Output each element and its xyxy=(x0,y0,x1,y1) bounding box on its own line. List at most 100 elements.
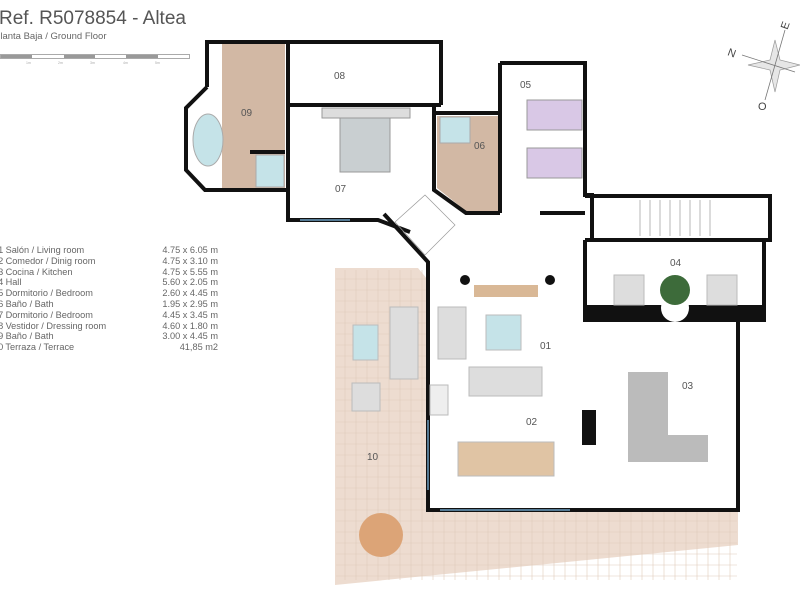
legend-name: Cocina / Kitchen xyxy=(5,266,73,277)
speaker xyxy=(460,275,470,285)
legend-name: Salón / Living room xyxy=(5,245,85,255)
legend-size: 4.75 x 5.55 m xyxy=(162,266,218,277)
room-label-07: 07 xyxy=(335,184,347,195)
terrace-table xyxy=(352,324,379,361)
legend-name: Terraza / Terrace xyxy=(5,342,75,353)
legend-number: 06 xyxy=(0,298,4,309)
room-label-09: 09 xyxy=(241,108,253,119)
windows xyxy=(300,219,570,511)
legend-room: 10 Terraza / Terrace xyxy=(0,342,74,353)
legend-name: Baño / Bath xyxy=(5,331,54,342)
legend-size: 5.60 x 2.05 m xyxy=(162,277,218,288)
legend-number: 10 xyxy=(0,342,4,353)
legend-size: 4.75 x 6.05 m xyxy=(162,245,218,255)
round-table xyxy=(359,513,403,557)
legend-number: 01 xyxy=(0,245,4,255)
legend-number: 08 xyxy=(0,320,4,331)
bed-05-a xyxy=(526,99,583,131)
room-label-03: 03 xyxy=(682,381,694,392)
legend-row: 04 Hall 5.60 x 2.05 m xyxy=(0,277,218,288)
legend-room: 07 Dormitorio / Bedroom xyxy=(0,310,93,321)
headboard xyxy=(321,107,411,119)
sofa xyxy=(468,366,543,397)
legend-name: Dormitorio / Bedroom xyxy=(5,309,93,320)
legend-number: 03 xyxy=(0,266,4,277)
plant xyxy=(660,275,690,305)
legend-name: Dormitorio / Bedroom xyxy=(5,288,93,299)
legend-name: Comedor / Dinig room xyxy=(5,255,96,266)
fireplace xyxy=(429,384,449,416)
hall-armchair xyxy=(706,274,738,306)
legend-size: 4.60 x 1.80 m xyxy=(162,320,218,331)
room-label-02: 02 xyxy=(526,417,538,428)
legend-room: 06 Baño / Bath xyxy=(0,299,54,310)
scale-label: 1m xyxy=(26,61,31,65)
compass-n: N xyxy=(726,47,738,61)
legend-room: 04 Hall xyxy=(0,277,21,288)
legend-room: 03 Cocina / Kitchen xyxy=(0,267,72,278)
scale-label: 4m xyxy=(123,61,128,65)
legend-size: 2.60 x 4.45 m xyxy=(162,288,218,299)
legend-name: Vestidor / Dressing room xyxy=(5,320,107,331)
dining-table xyxy=(457,441,555,477)
room-label-06: 06 xyxy=(474,141,486,152)
legend-row: 10 Terraza / Terrace 41,85 m2 xyxy=(0,342,218,353)
speaker xyxy=(545,275,555,285)
legend-room: 02 Comedor / Dinig room xyxy=(0,256,95,267)
column xyxy=(582,410,596,445)
scale-labels: 1m 2m 3m 4m 5m xyxy=(0,61,190,67)
armchair xyxy=(437,306,467,360)
legend-row: 01 Salón / Living room 4.75 x 6.05 m xyxy=(0,245,218,256)
scale-label: 2m xyxy=(58,61,63,65)
legend-number: 09 xyxy=(0,331,4,342)
page-title: Ref. R5078854 - Altea xyxy=(0,8,186,29)
terrace-sofa xyxy=(389,306,419,380)
stairs xyxy=(394,194,711,256)
legend-row: 09 Baño / Bath 3.00 x 4.45 m xyxy=(0,331,218,342)
legend-row: 06 Baño / Bath 1.95 x 2.95 m xyxy=(0,299,218,310)
scale-label: 3m xyxy=(90,61,95,65)
shower-06 xyxy=(439,116,471,144)
legend-number: 07 xyxy=(0,309,4,320)
room-label-08: 08 xyxy=(334,71,346,82)
double-bed xyxy=(339,116,391,173)
legend-row: 07 Dormitorio / Bedroom 4.45 x 3.45 m xyxy=(0,310,218,321)
scale-bar xyxy=(0,54,190,59)
legend-size: 4.45 x 3.45 m xyxy=(162,309,218,320)
bed-05-b xyxy=(526,147,583,179)
scale-label: 5m xyxy=(155,61,160,65)
kitchen-island xyxy=(628,435,708,462)
tv-console xyxy=(474,285,538,297)
legend-room: 09 Baño / Bath xyxy=(0,331,54,342)
legend-name: Hall xyxy=(5,277,22,288)
floor-subtitle: Planta Baja / Ground Floor xyxy=(0,31,107,42)
compass-o: O xyxy=(758,101,767,113)
legend-row: 02 Comedor / Dinig room 4.75 x 3.10 m xyxy=(0,256,218,267)
legend-room: 05 Dormitorio / Bedroom xyxy=(0,288,93,299)
compass-rose-icon: N E O xyxy=(726,20,800,113)
legend-size: 1.95 x 2.95 m xyxy=(162,298,218,309)
hall-armchair xyxy=(613,274,645,306)
legend-room: 01 Salón / Living room xyxy=(0,245,84,256)
room-label-01: 01 xyxy=(540,341,552,352)
legend-size: 41,85 m2 xyxy=(179,342,218,353)
coffee-table xyxy=(485,314,522,351)
room-label-10: 10 xyxy=(367,452,379,463)
legend-size: 4.75 x 3.10 m xyxy=(162,255,218,266)
legend-size: 3.00 x 4.45 m xyxy=(162,331,218,342)
legend-row: 08 Vestidor / Dressing room 4.60 x 1.80 m xyxy=(0,321,218,332)
legend-name: Baño / Bath xyxy=(5,298,54,309)
legend-number: 05 xyxy=(0,288,4,299)
legend-number: 04 xyxy=(0,277,4,288)
walls xyxy=(184,40,772,512)
compass-e: E xyxy=(779,20,793,31)
room-label-04: 04 xyxy=(670,258,682,269)
bathtub xyxy=(192,113,224,167)
legend-room: 08 Vestidor / Dressing room xyxy=(0,321,106,332)
room-label-05: 05 xyxy=(520,80,532,91)
legend-number: 02 xyxy=(0,255,4,266)
terrace-armchair xyxy=(351,382,381,412)
legend-row: 03 Cocina / Kitchen 4.75 x 5.55 m xyxy=(0,267,218,278)
